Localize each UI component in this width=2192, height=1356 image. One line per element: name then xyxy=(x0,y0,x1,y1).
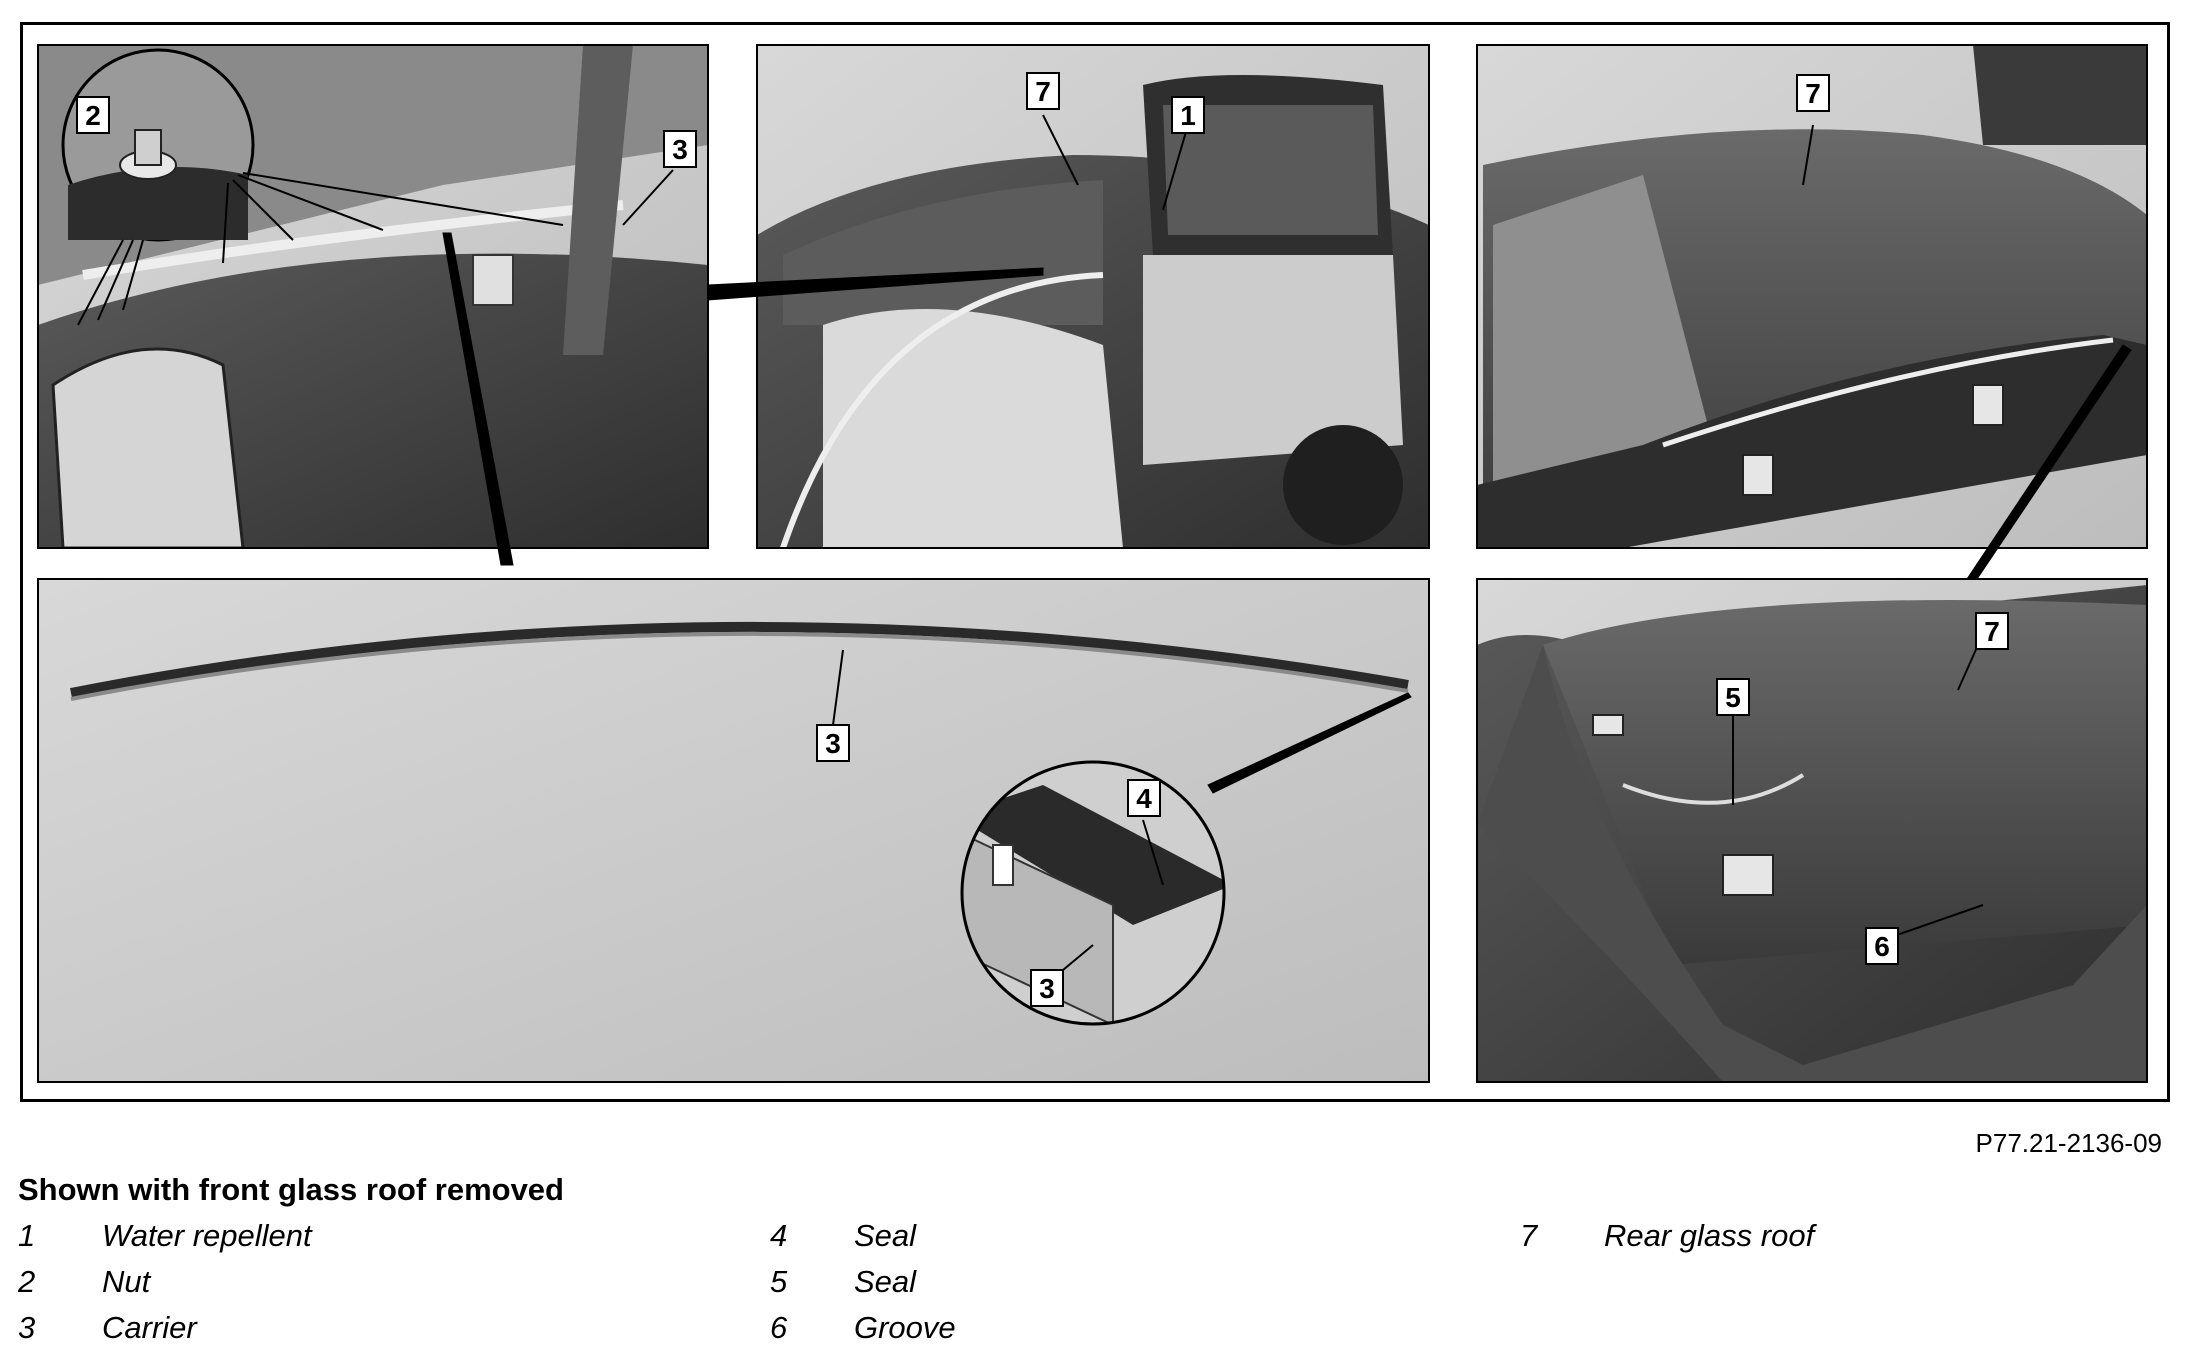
legend-number: 2 xyxy=(18,1264,36,1299)
inset-nut-detail xyxy=(61,48,255,242)
legend-number: 1 xyxy=(18,1218,36,1253)
legend-item: 6 Groove xyxy=(770,1310,1470,1356)
svg-text:7: 7 xyxy=(1984,616,2000,647)
leader-lines-panel-1 xyxy=(77,169,674,566)
legend-number: 4 xyxy=(770,1218,788,1253)
svg-text:7: 7 xyxy=(1035,76,1051,107)
legend-label: Nut xyxy=(102,1264,151,1299)
svg-text:3: 3 xyxy=(1039,973,1055,1004)
callout-3-carrier-magnifier: 3 xyxy=(1030,969,1064,1007)
callout-7-rear-glass-roof-panel2: 7 xyxy=(1026,72,1060,110)
callout-3-carrier-panel4: 3 xyxy=(816,724,850,762)
svg-text:3: 3 xyxy=(672,134,688,165)
panel-vehicle-overview xyxy=(757,45,1429,548)
legend-column-3: 7 Rear glass roof xyxy=(1520,1218,2192,1264)
legend-label: Water repellent xyxy=(102,1218,312,1253)
legend-item: 1 Water repellent xyxy=(18,1218,718,1264)
svg-text:3: 3 xyxy=(825,728,841,759)
magnifier-seal xyxy=(960,760,1226,1026)
leader-lines-panel-2 xyxy=(707,114,1189,301)
svg-text:5: 5 xyxy=(1725,682,1741,713)
legend-number: 7 xyxy=(1520,1218,1538,1253)
legend-item: 2 Nut xyxy=(18,1264,718,1310)
svg-text:6: 6 xyxy=(1874,931,1890,962)
figure-id: P77.21-2136-09 xyxy=(1975,1128,2162,1158)
legend-label: Carrier xyxy=(102,1310,197,1345)
legend-item: 5 Seal xyxy=(770,1264,1470,1310)
legend-label: Seal xyxy=(854,1264,917,1299)
legend-item: 7 Rear glass roof xyxy=(1520,1218,2192,1264)
figure-illustration: 2 3 7 1 7 3 4 3 xyxy=(37,44,2148,1083)
legend-item: 4 Seal xyxy=(770,1218,1470,1264)
legend-number: 3 xyxy=(18,1310,36,1345)
svg-text:1: 1 xyxy=(1180,100,1196,131)
svg-text:4: 4 xyxy=(1136,783,1152,814)
legend-label: Rear glass roof xyxy=(1604,1218,1815,1253)
callout-6-groove: 6 xyxy=(1865,927,1899,965)
legend: 1 Water repellent 2 Nut 3 Carrier 4 Seal… xyxy=(18,1218,2168,1348)
figure-frame: 2 3 7 1 7 3 4 3 xyxy=(20,22,2170,1102)
svg-text:2: 2 xyxy=(85,100,101,131)
legend-column-2: 4 Seal 5 Seal 6 Groove xyxy=(770,1218,1470,1356)
caption-title: Shown with front glass roof removed xyxy=(18,1172,564,1207)
legend-label: Seal xyxy=(854,1218,917,1253)
callout-7-rear-glass-roof-panel3: 7 xyxy=(1796,74,1830,112)
callout-5-seal: 5 xyxy=(1716,678,1750,716)
panel-carrier-seal xyxy=(37,578,1430,1083)
legend-label: Groove xyxy=(854,1310,956,1345)
callout-4-seal: 4 xyxy=(1127,779,1161,817)
panel-groove-seal xyxy=(1477,579,2147,1082)
legend-column-1: 1 Water repellent 2 Nut 3 Carrier xyxy=(18,1218,718,1356)
legend-number: 6 xyxy=(770,1310,788,1345)
svg-text:7: 7 xyxy=(1805,78,1821,109)
callout-1-water-repellent: 1 xyxy=(1171,96,1205,134)
callout-2-nut: 2 xyxy=(76,96,110,134)
legend-item: 3 Carrier xyxy=(18,1310,718,1356)
callout-7-rear-glass-roof-panel5: 7 xyxy=(1975,612,2009,650)
legend-number: 5 xyxy=(770,1264,788,1299)
callout-3-carrier-panel1: 3 xyxy=(663,130,697,168)
